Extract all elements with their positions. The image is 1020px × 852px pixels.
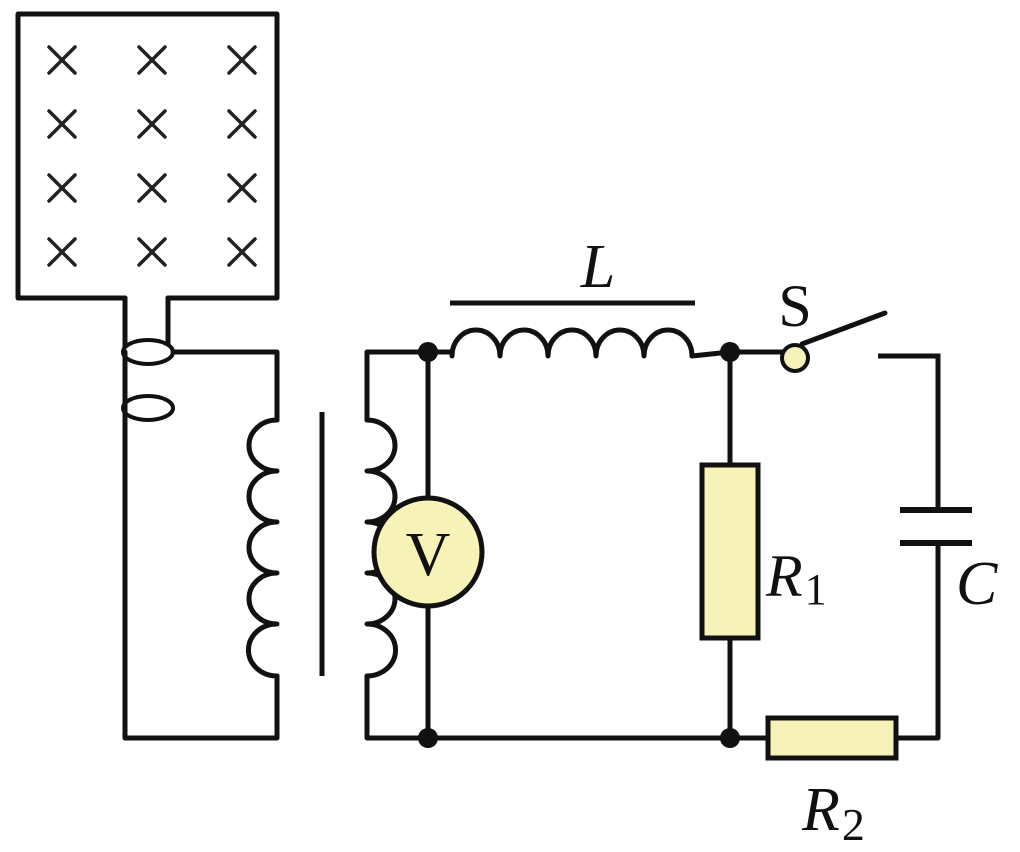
junction-bottom-right: [720, 728, 740, 748]
bottom-rail: R2: [425, 715, 899, 850]
switch-blade: [799, 310, 888, 347]
switch-to-capacitor-wire: [878, 353, 941, 508]
slip-ring-lower: [121, 394, 175, 422]
junction-bottom-left: [418, 728, 438, 748]
resistor-r1: [699, 462, 761, 641]
field-cross-icon: [137, 109, 167, 139]
junction-top-right: [720, 342, 740, 362]
junction-top-left: [418, 342, 438, 362]
r1-label-sub: 1: [805, 565, 827, 614]
field-cross-icon: [137, 45, 167, 75]
r2-label: R2: [801, 776, 865, 850]
field-cross-icon: [47, 109, 77, 139]
inductor-label: L: [580, 233, 615, 301]
secondary-top-wire: [364, 349, 431, 423]
inductor-coil: [449, 327, 695, 359]
primary-coil: [246, 417, 280, 679]
inductor-group: L: [425, 233, 733, 359]
voltmeter-label: V: [406, 521, 451, 589]
voltmeter: [371, 495, 485, 609]
switch-pivot: [780, 343, 810, 373]
capacitor-bottom-wire: [893, 542, 941, 741]
field-cross-icon: [47, 173, 77, 203]
switch-label: S: [778, 273, 811, 339]
primary-top-wire: [170, 349, 280, 423]
resistor1-group: R1: [699, 349, 827, 741]
r1-label: R1: [765, 543, 827, 614]
field-cross-icon: [47, 45, 77, 75]
magnetic-field-region: [15, 11, 280, 301]
field-cross-icon: [137, 173, 167, 203]
field-loop-frame: [15, 11, 280, 301]
junctions: [418, 342, 740, 748]
primary-circuit: [122, 349, 280, 741]
field-cross-icon: [137, 237, 167, 267]
primary-bottom-wire: [122, 349, 280, 741]
secondary-bottom-wire: [364, 673, 431, 741]
field-cross-icon: [47, 237, 77, 267]
capacitor-label: C: [956, 550, 998, 618]
field-cross-icon: [227, 45, 257, 75]
slip-ring-upper: [121, 338, 175, 366]
r1-label-main: R: [765, 543, 803, 609]
r2-label-main: R: [801, 776, 840, 844]
loop-leads: [121, 295, 175, 422]
field-cross-icon: [227, 109, 257, 139]
field-crosses: [47, 45, 257, 267]
capacitor-group: C: [893, 507, 998, 741]
switch-group: S: [727, 273, 941, 508]
resistor-r2: [765, 715, 899, 761]
voltmeter-branch: V: [371, 349, 485, 741]
field-cross-icon: [227, 237, 257, 267]
field-cross-icon: [227, 173, 257, 203]
r2-label-sub: 2: [842, 799, 865, 850]
